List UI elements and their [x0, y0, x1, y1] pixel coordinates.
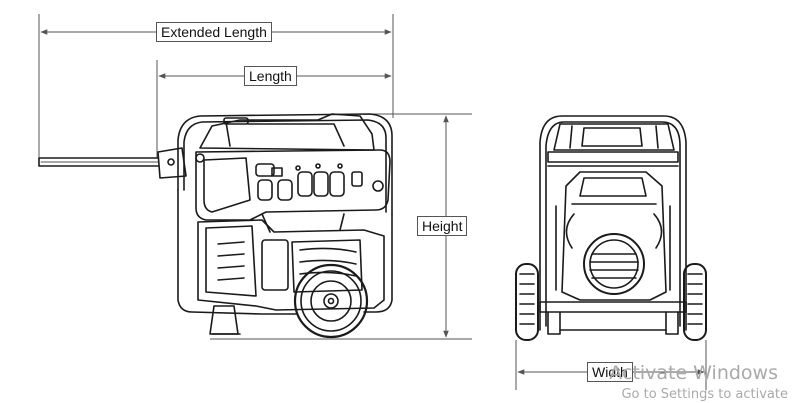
control-panel [195, 149, 391, 221]
height-label: Height [417, 216, 468, 236]
front-fuel-tank [553, 123, 675, 151]
dimension-lines [38, 14, 707, 390]
lower-frame [177, 189, 297, 315]
foot [209, 305, 239, 335]
extended-length-label: Extended Length [156, 22, 272, 42]
activate-windows-subtitle: Go to Settings to activate [621, 387, 788, 402]
top-frame-rail [177, 113, 393, 215]
handle-bracket [157, 147, 187, 179]
generator-front-view [515, 115, 707, 341]
fan-cover [583, 233, 645, 295]
fuel-tank [199, 113, 375, 151]
engine-block [197, 219, 385, 311]
activate-windows-watermark: Activate Windows [609, 362, 778, 384]
front-right-wheel [683, 263, 707, 341]
length-label: Length [244, 66, 297, 86]
outlets [257, 171, 363, 201]
front-base [539, 301, 687, 313]
wheel [293, 263, 369, 339]
front-left-wheel [515, 263, 539, 341]
width-label: Width [587, 362, 633, 382]
engine-shroud [561, 171, 667, 301]
front-frame [539, 115, 687, 331]
generator-side-view [38, 113, 393, 339]
